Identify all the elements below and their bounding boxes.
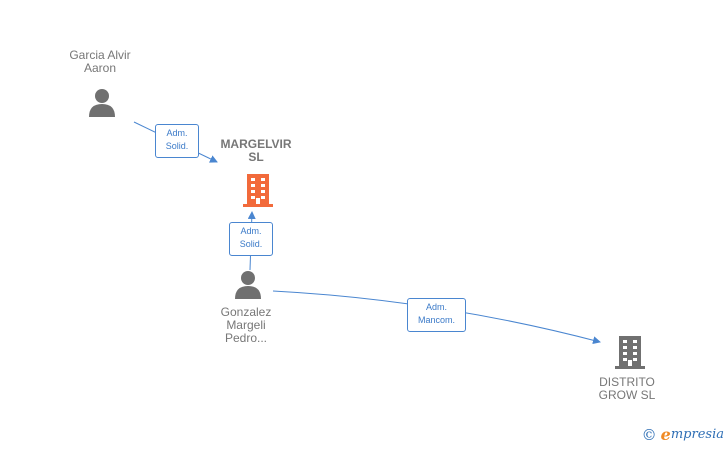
person-name-line: Pedro... [224, 331, 268, 345]
person-name-line: Aaron [83, 61, 117, 75]
company-name-line: SL [248, 150, 264, 164]
person-icon[interactable] [233, 270, 263, 300]
person-name-line: Gonzalez [220, 305, 272, 319]
building-icon[interactable] [614, 335, 646, 369]
empresia-logo-text: mpresia [670, 427, 724, 442]
company-name-line: GROW SL [598, 388, 656, 402]
person-icon[interactable] [87, 88, 117, 118]
company-node-margelvir-label: MARGELVIR SL [206, 138, 306, 164]
empresia-watermark: © e mpresia [642, 425, 724, 444]
empresia-logo-initial: e [660, 425, 671, 444]
company-name-line: MARGELVIR [220, 137, 292, 151]
edge-label-adm-mancom[interactable]: Adm. Mancom. [407, 298, 466, 332]
person-name-line: Margeli [226, 318, 266, 332]
edge-label-adm-solid[interactable]: Adm. Solid. [229, 222, 273, 256]
person-node-gonzalez-label: Gonzalez Margeli Pedro... [196, 306, 296, 345]
person-name-line: Garcia Alvir [69, 48, 131, 62]
building-icon[interactable] [242, 173, 274, 207]
company-node-distrito-label: DISTRITO GROW SL [577, 376, 677, 402]
company-name-line: DISTRITO [599, 375, 655, 389]
copyright-symbol: © [641, 425, 657, 444]
edge-label-adm-solid[interactable]: Adm. Solid. [155, 124, 199, 158]
person-node-garcia-label: Garcia Alvir Aaron [50, 49, 150, 75]
